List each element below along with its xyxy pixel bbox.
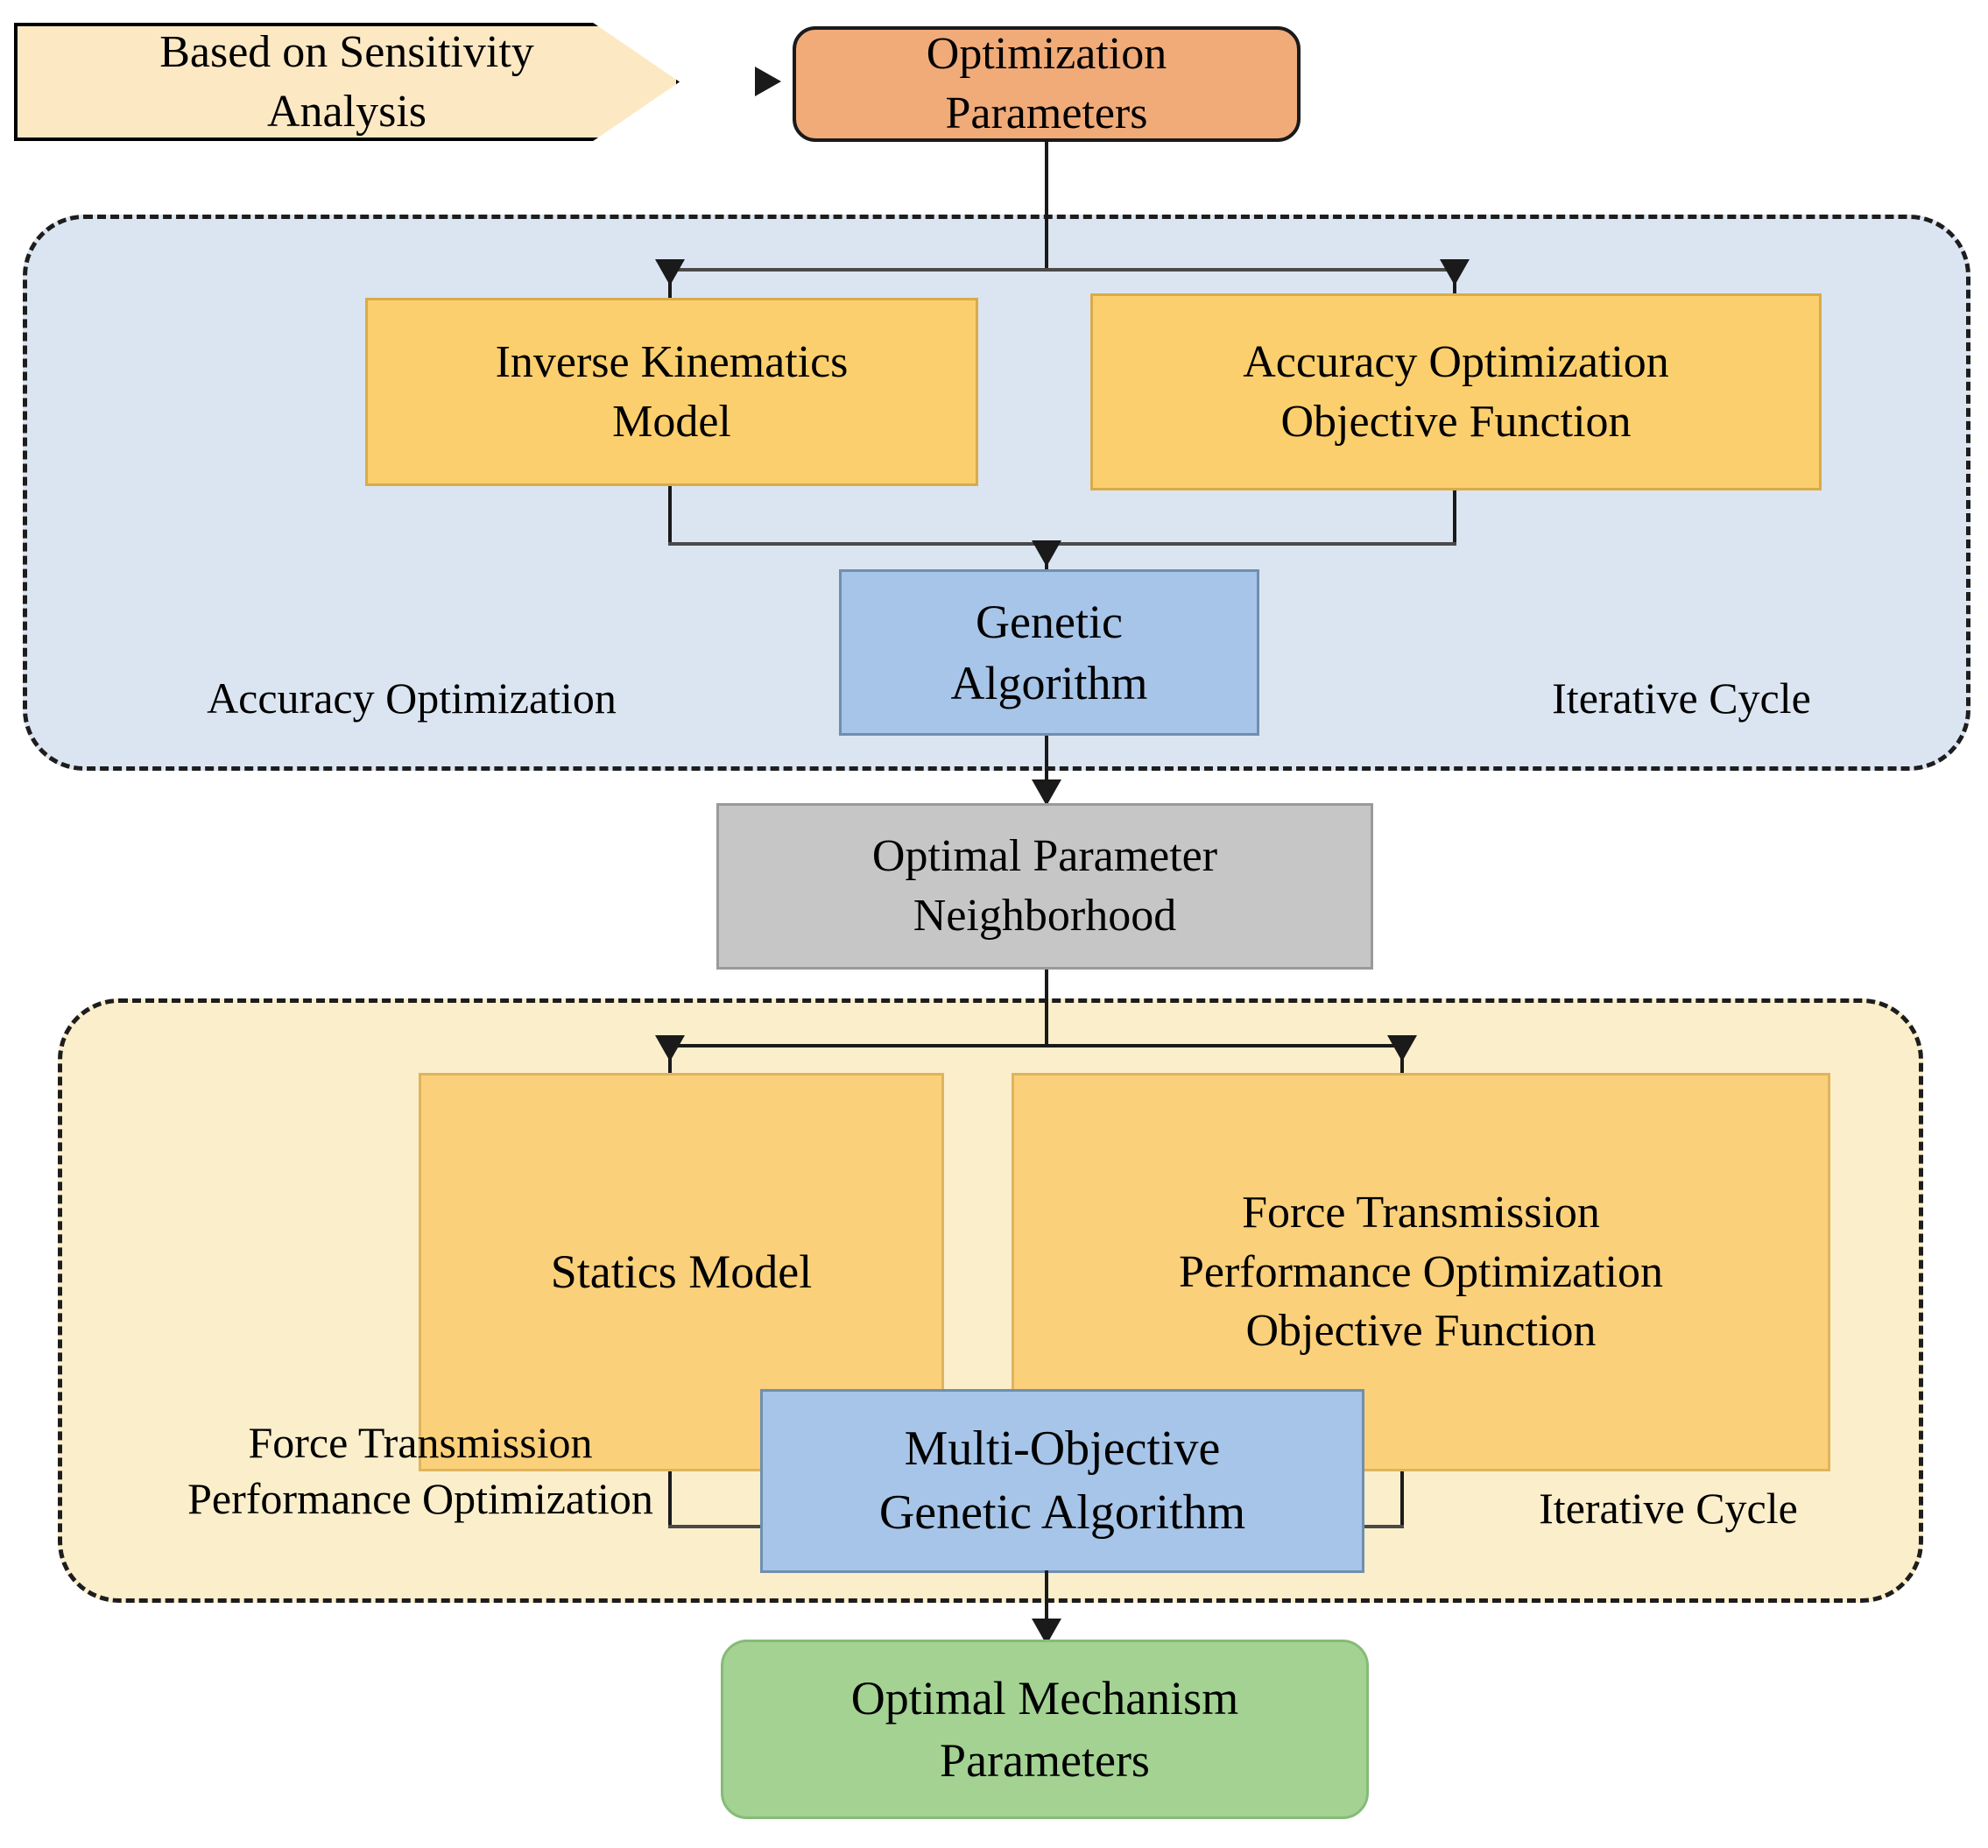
node-opn-line1: Optimal Parameter: [871, 831, 1218, 882]
caption-accuracy-optimization: Accuracy Optimization: [123, 670, 701, 726]
node-multi-objective-genetic-algorithm[interactable]: Multi-Objective Genetic Algorithm: [760, 1389, 1364, 1573]
node-aof-line1: Accuracy Optimization: [1243, 336, 1669, 387]
node-fof-line2: Performance Optimization: [1178, 1246, 1664, 1297]
node-moga-line2: Genetic Algorithm: [878, 1485, 1246, 1540]
edge-accuracy-merge-bus: [668, 542, 1456, 546]
arrow-sensitivity-to-parameters: [755, 67, 781, 96]
caption-force-line2: Performance Optimization: [187, 1474, 653, 1523]
node-accuracy-objective-function[interactable]: Accuracy Optimization Objective Function: [1090, 293, 1822, 490]
node-fof-line1: Force Transmission: [1242, 1188, 1600, 1238]
node-fof-line3: Objective Function: [1245, 1306, 1597, 1357]
edge-split-right-down: [1453, 268, 1456, 312]
node-optimal-mechanism-parameters[interactable]: Optimal Mechanism Parameters: [721, 1640, 1369, 1819]
edge-force-split-right-down: [1400, 1044, 1404, 1086]
node-omp-line2: Parameters: [940, 1733, 1150, 1787]
edge-ikm-down: [668, 486, 672, 546]
node-sensitivity-line2: Analysis: [267, 86, 427, 137]
arrow-to-inverse-kinematics: [655, 259, 685, 286]
arrow-to-force-objective: [1387, 1035, 1417, 1062]
node-optimal-parameter-neighborhood[interactable]: Optimal Parameter Neighborhood: [716, 803, 1373, 970]
edge-params-down: [1045, 142, 1048, 270]
edge-accuracy-split-bus: [668, 268, 1456, 272]
arrow-to-statics-model: [655, 1035, 685, 1062]
edge-fof-down: [1400, 1471, 1404, 1528]
edge-aof-down: [1453, 490, 1456, 546]
edge-statics-down: [668, 1471, 672, 1528]
edge-force-split-bus: [668, 1044, 1404, 1047]
arrow-to-genetic-algorithm: [1032, 540, 1061, 567]
node-aof-line2: Objective Function: [1280, 396, 1632, 447]
arrow-to-accuracy-objective: [1440, 259, 1470, 286]
edge-moga-to-optimal-mechanism: [1045, 1570, 1048, 1642]
caption-force-cycle-line1: Iterative Cycle: [1539, 1484, 1798, 1533]
node-inverse-kinematics-model[interactable]: Inverse Kinematics Model: [365, 298, 978, 486]
node-opt-params-line1: Optimization: [926, 29, 1167, 80]
node-based-on-sensitivity-analysis[interactable]: Based on Sensitivity Analysis: [14, 23, 680, 141]
node-ikm-line2: Model: [612, 396, 731, 447]
node-ga-line2: Algorithm: [950, 657, 1148, 709]
caption-accuracy-line1: Accuracy Optimization: [207, 674, 617, 723]
edge-neighborhood-down: [1045, 970, 1048, 1046]
edge-force-split-left-down: [668, 1044, 672, 1086]
node-opt-params-line2: Parameters: [945, 88, 1148, 138]
node-ga-line1: Genetic: [976, 595, 1123, 648]
node-statics-line1: Statics Model: [550, 1245, 813, 1299]
edge-split-left-down: [668, 268, 672, 312]
node-optimization-parameters[interactable]: Optimization Parameters: [793, 26, 1301, 142]
arrow-to-optimal-neighborhood: [1032, 779, 1061, 806]
caption-force-transmission-optimization: Force Transmission Performance Optimizat…: [96, 1414, 744, 1527]
caption-force-iterative-cycle: Iterative Cycle: [1480, 1480, 1857, 1536]
node-opn-line2: Neighborhood: [913, 891, 1177, 941]
caption-accuracy-iterative-cycle: Iterative Cycle: [1493, 670, 1870, 726]
edge-ga-to-neighborhood: [1045, 736, 1048, 806]
caption-force-line1: Force Transmission: [248, 1418, 593, 1467]
caption-accuracy-cycle-line1: Iterative Cycle: [1552, 674, 1811, 723]
node-omp-line1: Optimal Mechanism: [850, 1672, 1239, 1725]
node-sensitivity-line1: Based on Sensitivity: [159, 26, 534, 77]
node-ikm-line1: Inverse Kinematics: [495, 336, 849, 387]
node-moga-line1: Multi-Objective: [904, 1421, 1221, 1477]
node-genetic-algorithm[interactable]: Genetic Algorithm: [839, 569, 1259, 736]
